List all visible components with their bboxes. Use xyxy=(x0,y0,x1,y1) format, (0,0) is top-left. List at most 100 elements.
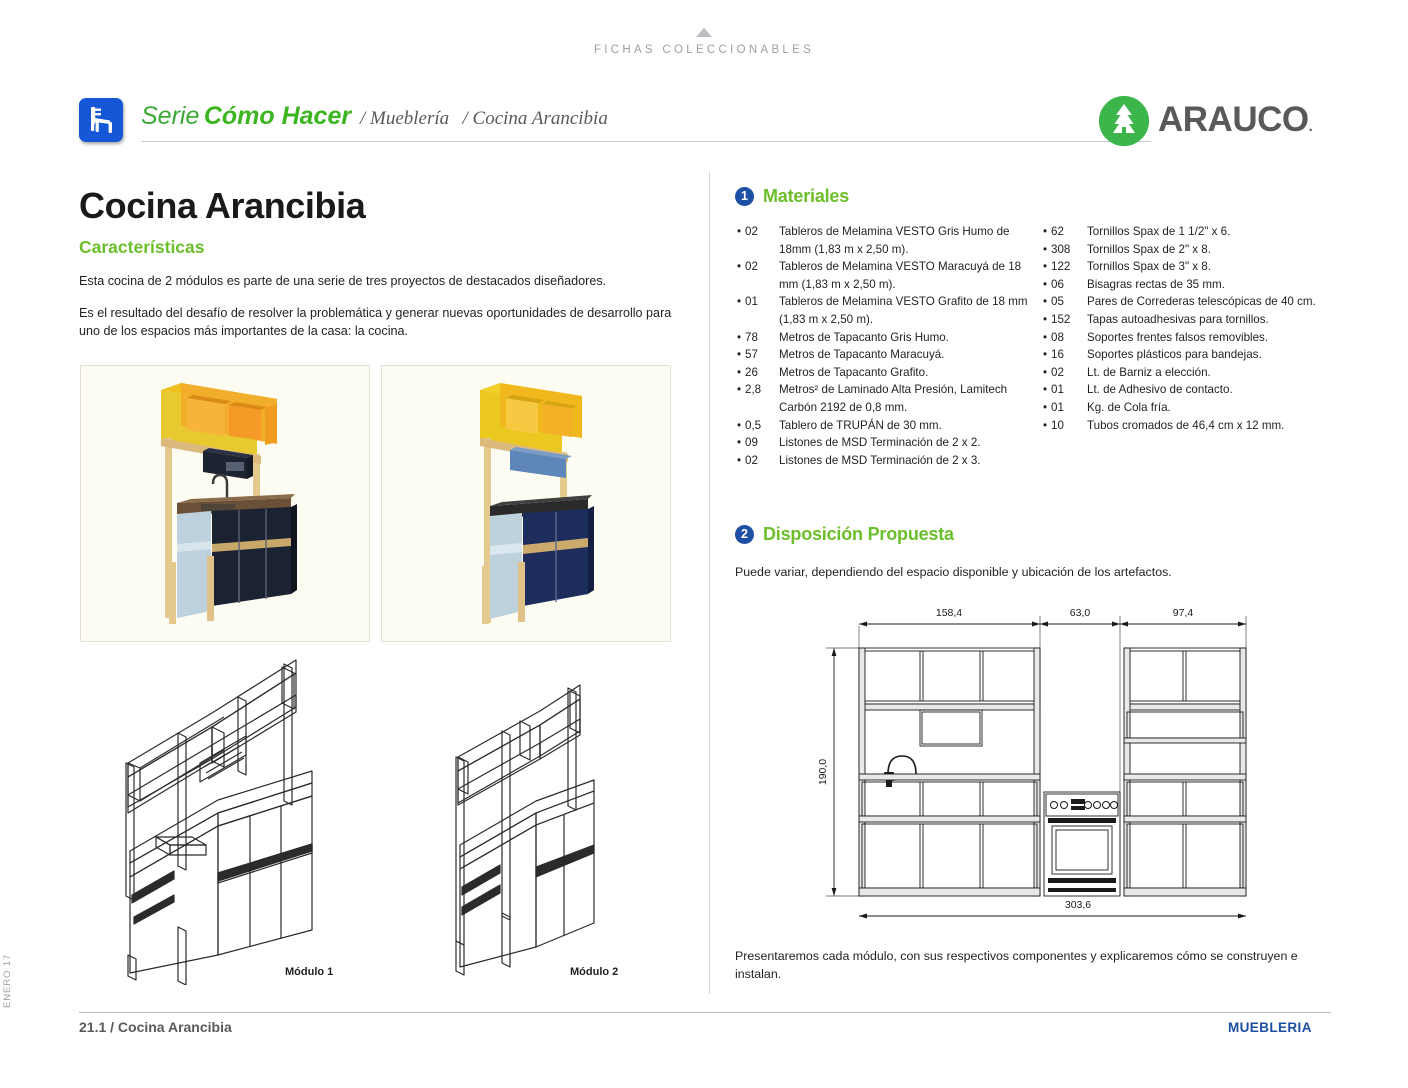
bullet-icon: • xyxy=(737,260,742,274)
bullet-icon: • xyxy=(1043,225,1048,238)
bullet-icon: • xyxy=(1043,242,1048,256)
bullet-icon: • xyxy=(1043,295,1048,309)
bullet-icon: • xyxy=(737,365,742,379)
disposicion-note: Puede variar, dependiendo del espacio di… xyxy=(735,565,1172,579)
elevation-drawing: 158,4 63,0 97,4 303,6 190,0 xyxy=(812,596,1347,926)
material-description: Listones de MSD Terminación de 2 x 3. xyxy=(779,453,981,467)
material-quantity: 10 xyxy=(1051,418,1064,432)
bullet-icon: • xyxy=(1043,277,1048,291)
material-description: Bisagras rectas de 35 mm. xyxy=(1087,277,1225,291)
bullet-icon: • xyxy=(737,436,742,450)
material-quantity: 122 xyxy=(1051,260,1071,274)
arauco-tree-icon xyxy=(1099,96,1149,146)
material-quantity: 152 xyxy=(1051,312,1071,326)
material-description: Tubos cromados de 46,4 cm x 12 mm. xyxy=(1087,418,1285,432)
bullet-icon: • xyxy=(1043,348,1048,362)
isometric-drawing-module-2 xyxy=(440,655,730,985)
material-row: •308 Tornillos Spax de 2" x 8. xyxy=(1043,241,1343,259)
serie-title: Serie Cómo Hacer / Mueblería / Cocina Ar… xyxy=(141,102,608,131)
bullet-icon: • xyxy=(1043,383,1048,397)
material-quantity: 01 xyxy=(1051,383,1064,397)
bullet-icon: • xyxy=(737,418,742,432)
section-number-badge: 2 xyxy=(735,525,754,544)
bullet-icon: • xyxy=(737,295,742,309)
material-description: Listones de MSD Terminación de 2 x 2. xyxy=(779,436,981,450)
header-bar: Serie Cómo Hacer / Mueblería / Cocina Ar… xyxy=(79,96,1331,148)
material-description: Tablero de TRUPÁN de 30 mm. xyxy=(779,418,942,432)
material-quantity: 02 xyxy=(745,453,758,467)
dim-height: 190,0 xyxy=(817,759,829,785)
bullet-icon: • xyxy=(737,453,742,467)
dim-top-right: 97,4 xyxy=(1173,607,1194,619)
material-quantity: 06 xyxy=(1051,277,1064,291)
footer-divider xyxy=(79,1012,1331,1013)
dim-bottom: 303,6 xyxy=(1065,899,1091,911)
material-quantity: 02 xyxy=(745,225,758,238)
section-disposicion: 2 Disposición Propuesta xyxy=(735,524,954,545)
material-description: Soportes plásticos para bandejas. xyxy=(1087,348,1262,362)
material-quantity: 16 xyxy=(1051,348,1064,362)
material-description: Metros de Tapacanto Grafito. xyxy=(779,365,929,379)
material-row: •26 Metros de Tapacanto Grafito. xyxy=(737,364,1037,382)
arauco-logo: ARAUCO. xyxy=(1099,96,1339,148)
material-description: Lt. de Barniz a elección. xyxy=(1087,365,1211,379)
section-title: Disposición Propuesta xyxy=(763,524,954,544)
material-quantity: 09 xyxy=(745,436,758,450)
material-description: Tableros de Melamina VESTO Grafito de 18… xyxy=(779,295,1028,326)
column-divider xyxy=(709,172,710,994)
material-quantity: 02 xyxy=(1051,365,1064,379)
caracteristicas-heading: Características xyxy=(79,237,205,257)
material-description: Kg. de Cola fría. xyxy=(1087,400,1171,414)
banner-text: FICHAS COLECCIONABLES xyxy=(593,44,815,56)
material-description: Metros de Tapacanto Maracuyá. xyxy=(779,348,945,362)
triangle-up-icon xyxy=(696,28,712,37)
footer-section-label: MUEBLERIA xyxy=(1228,1020,1312,1035)
material-description: Tableros de Melamina VESTO Maracuyá de 1… xyxy=(779,260,1022,291)
material-row: •09 Listones de MSD Terminación de 2 x 2. xyxy=(737,434,1037,452)
dim-top-mid: 63,0 xyxy=(1070,607,1091,619)
isometric-drawing-module-1 xyxy=(100,655,430,986)
intro-paragraph-1: Esta cocina de 2 módulos es parte de una… xyxy=(79,274,607,288)
material-description: Tornillos Spax de 3" x 8. xyxy=(1087,260,1211,274)
bullet-icon: • xyxy=(737,348,742,362)
serie-word: Serie xyxy=(141,102,200,130)
edition-stamp: ENERO 17 xyxy=(2,953,13,1008)
material-quantity: 26 xyxy=(745,365,758,379)
page-title: Cocina Arancibia xyxy=(79,185,366,226)
photo-kitchen-module-2 xyxy=(381,365,671,642)
bullet-icon: • xyxy=(1043,330,1048,344)
bullet-icon: • xyxy=(1043,260,1048,274)
material-row: •122 Tornillos Spax de 3" x 8. xyxy=(1043,258,1343,276)
serie-project: / Cocina Arancibia xyxy=(462,108,608,129)
material-description: Tapas autoadhesivas para tornillos. xyxy=(1087,312,1269,326)
arauco-wordmark: ARAUCO. xyxy=(1158,100,1313,139)
material-quantity: 2,8 xyxy=(745,383,762,397)
chair-logo-icon xyxy=(79,98,123,142)
material-description: Metros² de Laminado Alta Presión, Lamite… xyxy=(779,383,1008,414)
material-quantity: 308 xyxy=(1051,242,1071,256)
bullet-icon: • xyxy=(1043,400,1048,414)
material-description: Tornillos Spax de 2" x 8. xyxy=(1087,242,1211,256)
material-quantity: 78 xyxy=(745,330,758,344)
intro-paragraph-2: Es el resultado del desafío de resolver … xyxy=(79,306,672,338)
header-divider xyxy=(141,141,1151,142)
disposicion-closing: Presentaremos cada módulo, con sus respe… xyxy=(735,949,1298,981)
material-row: •02 Listones de MSD Terminación de 2 x 3. xyxy=(737,452,1037,470)
collectible-banner: FICHAS COLECCIONABLES xyxy=(0,28,1408,56)
